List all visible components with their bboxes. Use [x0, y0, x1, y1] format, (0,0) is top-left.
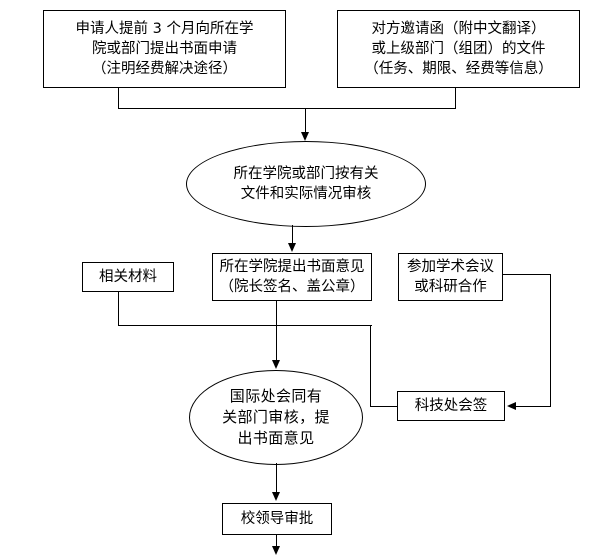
connector-lower-bus — [118, 325, 372, 326]
node-college-opinion-label: 所在学院提出书面意见 （院长签名、盖公章） — [219, 259, 365, 295]
connector-invitation-drop — [455, 88, 456, 109]
arrow-to-college-opinion-icon — [288, 243, 296, 252]
node-related-materials[interactable]: 相关材料 — [82, 262, 174, 292]
node-international-office[interactable]: 国际处会同有 关部门审核，提 出书面意见 — [189, 370, 363, 465]
node-school-leader-approval-label: 校领导审批 — [240, 511, 314, 527]
node-science-tech-office[interactable]: 科技处会签 — [397, 391, 505, 421]
connector-to-international-office — [276, 325, 277, 362]
connector-applicant-drop — [118, 88, 119, 109]
connector-conference-to-sto — [516, 406, 551, 407]
connector-to-college-review — [305, 108, 306, 134]
connector-review-to-opinion — [292, 225, 293, 245]
arrow-to-next-step-icon — [272, 546, 280, 555]
node-academic-conference-label: 参加学术会议 或科研合作 — [407, 259, 494, 295]
arrow-to-science-tech-office-icon — [507, 402, 516, 410]
node-college-review[interactable]: 所在学院或部门按有关 文件和实际情况审核 — [186, 141, 426, 227]
arrow-to-college-review-icon — [301, 132, 309, 141]
connector-conference-down — [550, 274, 551, 407]
node-applicant-request[interactable]: 申请人提前 3 个月向所在学 院或部门提出书面申请 （注明经费解决途径） — [43, 10, 286, 88]
arrow-to-international-office-icon — [272, 360, 280, 369]
arrow-to-school-leader-icon — [272, 492, 280, 501]
connector-conference-out — [503, 274, 551, 275]
connector-sto-out — [370, 406, 398, 407]
node-invitation-letter-label: 对方邀请函（附中文翻译） 或上级部门（组团）的文件 （任务、期限、经费等信息） — [364, 21, 553, 77]
connector-office-to-leader — [276, 463, 277, 494]
connector-top-merge-bus — [118, 108, 456, 109]
node-international-office-label: 国际处会同有 关部门审核，提 出书面意见 — [222, 387, 330, 447]
connector-leader-to-next — [276, 535, 277, 548]
node-related-materials-label: 相关材料 — [99, 269, 157, 285]
node-applicant-request-label: 申请人提前 3 个月向所在学 院或部门提出书面申请 （注明经费解决途径） — [75, 21, 254, 77]
node-college-review-label: 所在学院或部门按有关 文件和实际情况审核 — [233, 166, 379, 202]
connector-sto-up — [370, 325, 371, 407]
connector-materials-drop — [118, 292, 119, 325]
node-invitation-letter[interactable]: 对方邀请函（附中文翻译） 或上级部门（组团）的文件 （任务、期限、经费等信息） — [337, 10, 580, 88]
node-academic-conference[interactable]: 参加学术会议 或科研合作 — [398, 253, 503, 301]
connector-opinion-drop — [276, 301, 277, 326]
node-science-tech-office-label: 科技处会签 — [414, 398, 488, 414]
node-college-opinion[interactable]: 所在学院提出书面意见 （院长签名、盖公章） — [212, 253, 372, 301]
node-school-leader-approval[interactable]: 校领导审批 — [222, 503, 332, 535]
